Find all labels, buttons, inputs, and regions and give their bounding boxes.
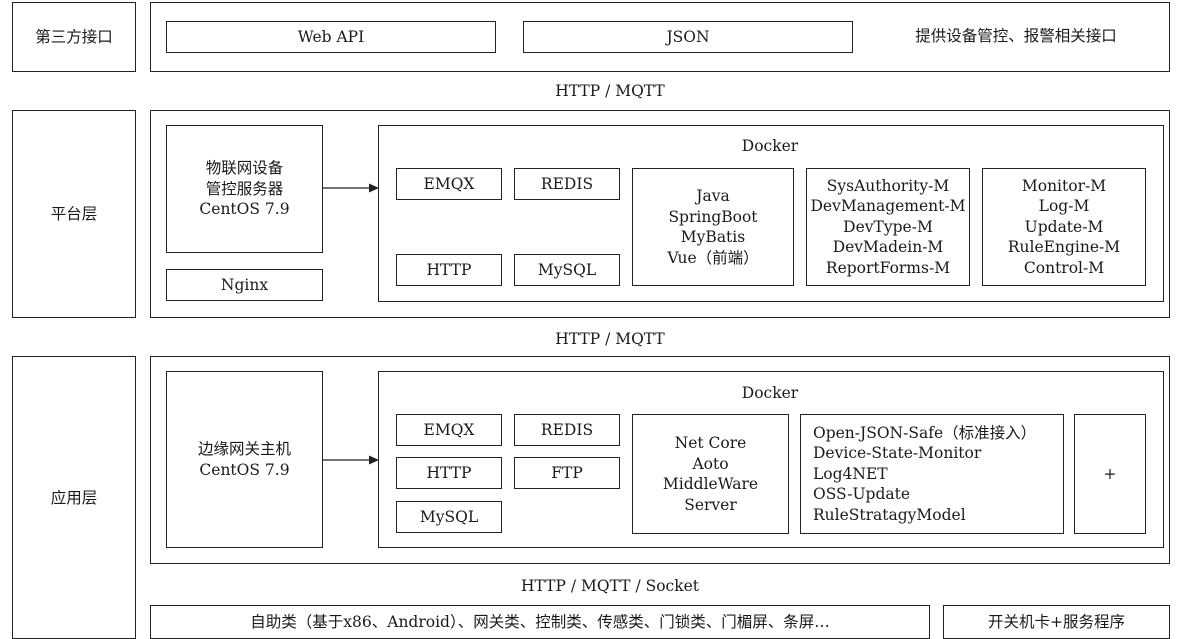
service-log4net: Log4NET <box>813 464 888 483</box>
nginx-text: Nginx <box>220 276 269 294</box>
app-services-box: Open-JSON-Safe（标准接入） Device-State-Monito… <box>800 414 1064 534</box>
module-sysauthority: SysAuthority-M <box>826 176 950 195</box>
module-ruleengine: RuleEngine-M <box>1007 238 1121 257</box>
module-log: Log-M <box>1038 197 1090 216</box>
platform-docker-title: Docker <box>741 137 799 155</box>
platform-emqx-box: EMQX <box>396 168 502 200</box>
app-emqx-text: EMQX <box>423 421 475 439</box>
platform-modules-a-box: SysAuthority-M DevManagement-M DevType-M… <box>806 168 970 286</box>
application-layer-label: 应用层 <box>12 356 136 639</box>
third-party-layer-label-text: 第三方接口 <box>35 28 113 46</box>
module-devmanagement: DevManagement-M <box>810 197 966 216</box>
module-control: Control-M <box>1023 258 1105 277</box>
service-open-json-safe: Open-JSON-Safe（标准接入） <box>813 423 1037 442</box>
platform-redis-box: REDIS <box>514 168 620 200</box>
netcore-box: Net Core Aoto MiddleWare Server <box>632 414 789 534</box>
netcore-line-3: MiddleWare <box>662 475 759 493</box>
third-party-description: 提供设备管控、报警相关接口 <box>915 27 1117 45</box>
netcore-line-4: Server <box>684 495 737 514</box>
edge-host-line-2: CentOS 7.9 <box>199 460 290 479</box>
edge-host-line-1: 边缘网关主机 <box>197 440 291 458</box>
third-party-layer-label: 第三方接口 <box>12 2 136 72</box>
module-devmadein: DevMadein-M <box>832 238 944 257</box>
platform-modules-b-box: Monitor-M Log-M Update-M RuleEngine-M Co… <box>982 168 1146 286</box>
platform-emqx-text: EMQX <box>423 175 475 193</box>
app-emqx-box: EMQX <box>396 414 502 446</box>
json-text: JSON <box>666 28 710 46</box>
iot-server-line-1: 物联网设备 <box>205 159 284 178</box>
devices-text: 自助类（基于x86、Android）、网关类、控制类、传感类、门锁类、门楣屏、条… <box>250 613 830 631</box>
platform-redis-text: REDIS <box>540 175 594 193</box>
application-layer-label-text: 应用层 <box>50 488 98 507</box>
application-docker-title: Docker <box>741 384 799 402</box>
module-devtype: DevType-M <box>843 217 933 236</box>
nginx-box: Nginx <box>166 269 323 301</box>
platform-mysql-box: MySQL <box>514 254 620 286</box>
json-box: JSON <box>523 21 853 53</box>
app-ftp-text: FTP <box>551 464 583 482</box>
stack-java: Java <box>696 187 730 205</box>
platform-stack-box: Java SpringBoot MyBatis Vue（前端） <box>632 168 794 286</box>
app-ftp-box: FTP <box>514 457 620 489</box>
platform-arrow-icon <box>323 183 379 193</box>
stack-mybatis: MyBatis <box>680 228 746 246</box>
application-arrow-icon <box>323 455 379 465</box>
devices-box: 自助类（基于x86、Android）、网关类、控制类、传感类、门锁类、门楣屏、条… <box>150 605 930 639</box>
platform-http-text: HTTP <box>426 261 472 279</box>
web-api-box: Web API <box>166 21 496 53</box>
app-http-box: HTTP <box>396 457 502 489</box>
iot-server-line-2: 管控服务器 <box>205 179 284 198</box>
platform-http-box: HTTP <box>396 254 502 286</box>
protocol-top: HTTP / MQTT <box>555 82 665 100</box>
web-api-text: Web API <box>297 28 365 46</box>
stack-springboot: SpringBoot <box>668 207 758 226</box>
switch-card-box: 开关机卡+服务程序 <box>943 605 1170 639</box>
protocol-bottom: HTTP / MQTT / Socket <box>520 577 700 595</box>
netcore-line-1: Net Core <box>674 434 747 452</box>
service-rulestratagymodel: RuleStratagyModel <box>813 505 966 524</box>
module-monitor: Monitor-M <box>1021 176 1107 195</box>
protocol-middle: HTTP / MQTT <box>555 330 665 348</box>
plus-icon: + <box>1103 465 1117 483</box>
stack-vue: Vue（前端） <box>667 248 759 267</box>
app-mysql-box: MySQL <box>396 501 502 533</box>
module-update: Update-M <box>1024 217 1104 236</box>
switch-card-text: 开关机卡+服务程序 <box>988 613 1125 631</box>
platform-layer-label: 平台层 <box>12 110 136 318</box>
app-mysql-text: MySQL <box>419 508 479 526</box>
platform-layer-label-text: 平台层 <box>50 205 98 223</box>
app-http-text: HTTP <box>426 464 472 482</box>
netcore-line-2: Aoto <box>692 454 729 473</box>
service-oss-update: OSS-Update <box>813 485 911 504</box>
app-redis-box: REDIS <box>514 414 620 446</box>
plus-box: + <box>1074 414 1146 534</box>
service-device-state-monitor: Device-State-Monitor <box>813 444 982 463</box>
edge-host-box: 边缘网关主机 CentOS 7.9 <box>166 371 323 548</box>
module-reportforms: ReportForms-M <box>825 258 951 277</box>
app-redis-text: REDIS <box>540 421 594 439</box>
platform-mysql-text: MySQL <box>537 261 597 279</box>
iot-server-line-3: CentOS 7.9 <box>199 200 290 219</box>
iot-server-box: 物联网设备 管控服务器 CentOS 7.9 <box>166 125 323 253</box>
